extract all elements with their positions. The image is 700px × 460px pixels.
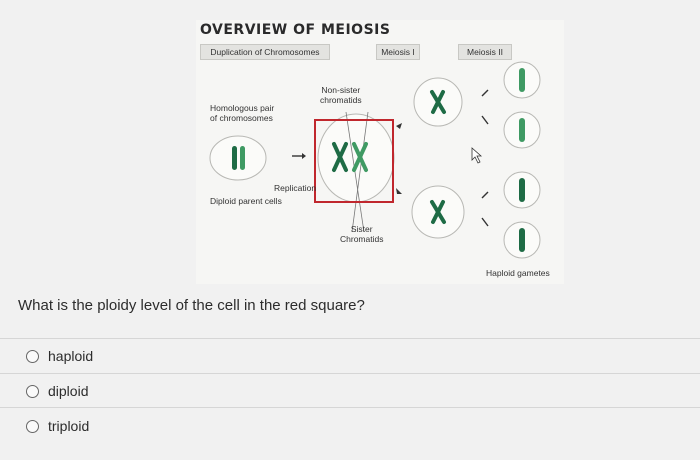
- parent-chromosome-b: [240, 146, 245, 170]
- stage-meiosis1-label: Meiosis I: [376, 44, 420, 60]
- option-triploid[interactable]: triploid: [26, 418, 89, 434]
- replication-label: Replication: [274, 183, 317, 193]
- option-haploid[interactable]: haploid: [26, 348, 93, 364]
- highlight-square: [314, 119, 394, 203]
- haploid-gametes-label: Haploid gametes: [486, 268, 550, 278]
- stage-duplication-label: Duplication of Chromosomes: [200, 44, 330, 60]
- duplicated-chromosome-left: [332, 142, 348, 172]
- divider: [0, 407, 700, 408]
- divider: [0, 338, 700, 339]
- question-text: What is the ploidy level of the cell in …: [18, 297, 365, 314]
- radio-circle-icon[interactable]: [26, 384, 39, 398]
- stage-meiosis2-label: Meiosis II: [458, 44, 512, 60]
- divider: [0, 373, 700, 374]
- radio-circle-icon[interactable]: [26, 419, 39, 433]
- parent-chromosome-a: [232, 146, 237, 170]
- diagram-title: OVERVIEW OF MEIOSIS: [200, 22, 391, 38]
- duplicated-chromosome-right: [352, 142, 368, 172]
- option-label: diploid: [48, 383, 89, 399]
- sister-chromatids-label: Sister Chromatids: [340, 224, 384, 244]
- diploid-label: Diploid parent cells: [210, 196, 282, 206]
- homologous-label: Homologous pair of chromosomes: [210, 103, 275, 123]
- duplicated-cell: [317, 113, 395, 203]
- option-label: triploid: [48, 418, 90, 434]
- nonsister-label: Non-sister chromatids: [320, 85, 362, 105]
- parent-cell: [209, 135, 267, 181]
- option-diploid[interactable]: diploid: [26, 383, 88, 399]
- mouse-cursor-icon: [471, 147, 483, 164]
- radio-circle-icon[interactable]: [26, 349, 39, 363]
- option-label: haploid: [48, 348, 94, 364]
- meiosis-diagram: [209, 61, 541, 259]
